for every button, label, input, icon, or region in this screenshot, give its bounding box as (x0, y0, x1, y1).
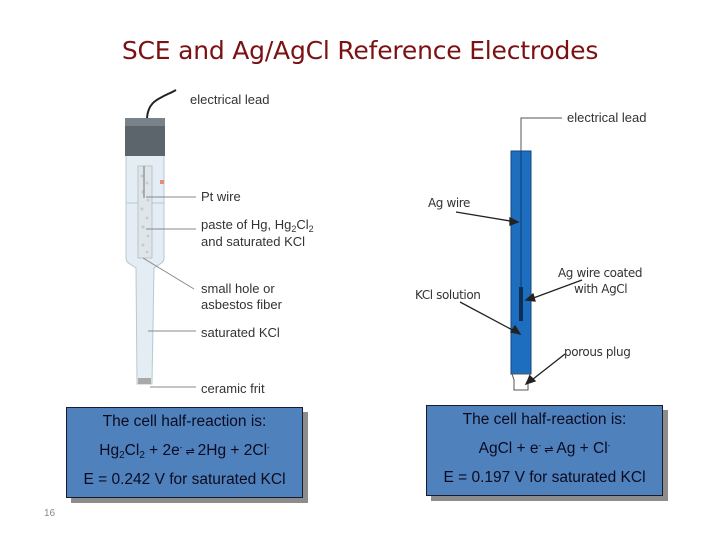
equilibrium-arrow-icon: ⇌ (185, 446, 195, 458)
equilibrium-arrow-icon: ⇌ (544, 444, 554, 456)
agcl-label-kcl-solution: KCl solution (415, 288, 481, 302)
paste-subscript: 2 (291, 224, 297, 234)
reaction-electrons: + 2e (144, 442, 180, 459)
slide-title: SCE and Ag/AgCl Reference Electrodes (121, 36, 599, 65)
reaction-sup: - (538, 441, 542, 450)
sce-label-pt-wire: Pt wire (201, 189, 241, 204)
reaction-products-sup: - (267, 443, 270, 452)
agcl-box-reaction: AgCl + e-⇌Ag + Cl- (427, 440, 662, 458)
reaction-sub: 2 (119, 450, 125, 461)
sce-box-reaction: Hg2Cl2 + 2e-⇌2Hg + 2Cl- (67, 442, 302, 461)
page-number: 16 (44, 508, 56, 519)
agcl-reaction-box: The cell half-reaction is: AgCl + e-⇌Ag … (426, 405, 663, 496)
agcl-box-heading: The cell half-reaction is: (462, 411, 627, 428)
reaction-hg: Hg (99, 442, 120, 459)
sce-label-hole-line2: asbestos fiber (201, 297, 282, 312)
sce-label-electrical-lead: electrical lead (190, 92, 270, 107)
sce-label-ceramic-frit: ceramic frit (201, 381, 265, 396)
agcl-label-coated-line1: Ag wire coated (558, 266, 643, 280)
agcl-label-porous-plug: porous plug (564, 345, 631, 359)
reaction-reactants: AgCl + e (478, 440, 539, 457)
sce-label-paste-line2: and saturated KCl (201, 234, 306, 249)
sce-electrode-illustration (125, 89, 196, 388)
paste-subscript-2: 2 (308, 224, 314, 234)
agcl-label-electrical-lead: electrical lead (567, 110, 647, 125)
agcl-label-coated-line2: with AgCl (574, 282, 628, 296)
reaction-sup: - (179, 443, 183, 452)
reaction-products: 2Hg + 2Cl (197, 442, 268, 459)
agcl-box-potential: E = 0.197 V for saturated KCl (443, 469, 646, 486)
sce-label-saturated-kcl: saturated KCl (201, 325, 280, 340)
agcl-label-ag-wire: Ag wire (428, 196, 471, 210)
sce-box-heading: The cell half-reaction is: (102, 413, 267, 430)
sce-label-hole-line1: small hole or (201, 281, 275, 296)
sce-reaction-box: The cell half-reaction is: Hg2Cl2 + 2e-⇌… (66, 407, 303, 498)
agagcl-electrode-illustration (455, 117, 583, 391)
reaction-cl: Cl (124, 442, 140, 459)
paste-text: paste of Hg, Hg (201, 217, 292, 232)
paste-text-cl: Cl (296, 217, 309, 232)
reaction-products-sup: - (607, 441, 611, 450)
sce-label-paste-line1: paste of Hg, Hg2Cl2 (201, 217, 314, 234)
sce-box-potential: E = 0.242 V for saturated KCl (83, 471, 286, 488)
reaction-sub-2: 2 (139, 450, 145, 461)
reaction-products: Ag + Cl (556, 440, 608, 457)
